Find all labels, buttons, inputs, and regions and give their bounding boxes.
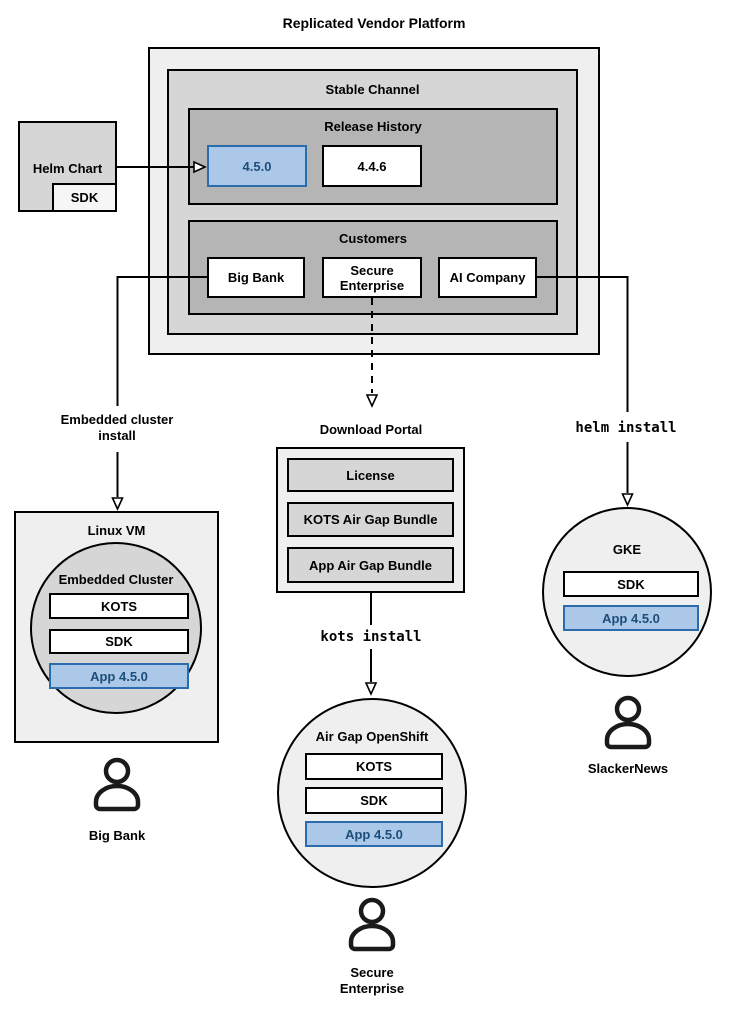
gke-label: GKE bbox=[612, 542, 642, 557]
release-4-4-6: 4.4.6 bbox=[322, 145, 422, 187]
customer-big-bank: Big Bank bbox=[207, 257, 305, 298]
big-bank-user-label: Big Bank bbox=[88, 828, 146, 843]
release-history-label: Release History bbox=[324, 119, 422, 134]
gke-sdk-box: SDK bbox=[563, 571, 699, 597]
customer-ai-company: AI Company bbox=[438, 257, 537, 298]
openshift-sdk-box: SDK bbox=[305, 787, 443, 814]
user-icon bbox=[348, 897, 396, 952]
gke-app-box: App 4.5.0 bbox=[563, 605, 699, 631]
kots-install-label: kots install bbox=[320, 629, 422, 645]
linux-vm-sdk-box: SDK bbox=[49, 629, 189, 654]
helm-chart-label: Helm Chart bbox=[32, 161, 103, 176]
customers-label: Customers bbox=[339, 231, 407, 246]
stable-channel-label: Stable Channel bbox=[325, 82, 420, 97]
slackernews-user-label: SlackerNews bbox=[587, 761, 669, 776]
embedded-cluster-install-label: Embedded cluster install bbox=[60, 412, 174, 443]
diagram-title: Replicated Vendor Platform bbox=[282, 15, 466, 31]
download-portal-kots-bundle: KOTS Air Gap Bundle bbox=[287, 502, 454, 537]
user-icon bbox=[604, 695, 652, 750]
linux-vm-kots-box: KOTS bbox=[49, 593, 189, 619]
helm-chart-sdk-box: SDK bbox=[52, 183, 117, 212]
user-icon bbox=[93, 757, 141, 812]
linux-vm-label: Linux VM bbox=[87, 523, 146, 538]
helm-install-label: helm install bbox=[575, 420, 677, 436]
gke-circle: GKE SDK App 4.5.0 bbox=[542, 507, 712, 677]
download-portal-title: Download Portal bbox=[319, 422, 423, 437]
download-portal-app-bundle: App Air Gap Bundle bbox=[287, 547, 454, 583]
openshift-kots-box: KOTS bbox=[305, 753, 443, 780]
customer-secure-enterprise: Secure Enterprise bbox=[322, 257, 422, 298]
release-4-5-0: 4.5.0 bbox=[207, 145, 307, 187]
openshift-circle: Air Gap OpenShift KOTS SDK App 4.5.0 bbox=[277, 698, 467, 888]
download-portal-license: License bbox=[287, 458, 454, 492]
openshift-label: Air Gap OpenShift bbox=[315, 729, 429, 744]
linux-vm-app-box: App 4.5.0 bbox=[49, 663, 189, 689]
secure-enterprise-user-label: Secure Enterprise bbox=[339, 965, 405, 996]
embedded-cluster-label: Embedded Cluster bbox=[58, 572, 174, 587]
openshift-app-box: App 4.5.0 bbox=[305, 821, 443, 847]
embedded-cluster-circle: Embedded Cluster KOTS SDK App 4.5.0 bbox=[30, 542, 202, 714]
